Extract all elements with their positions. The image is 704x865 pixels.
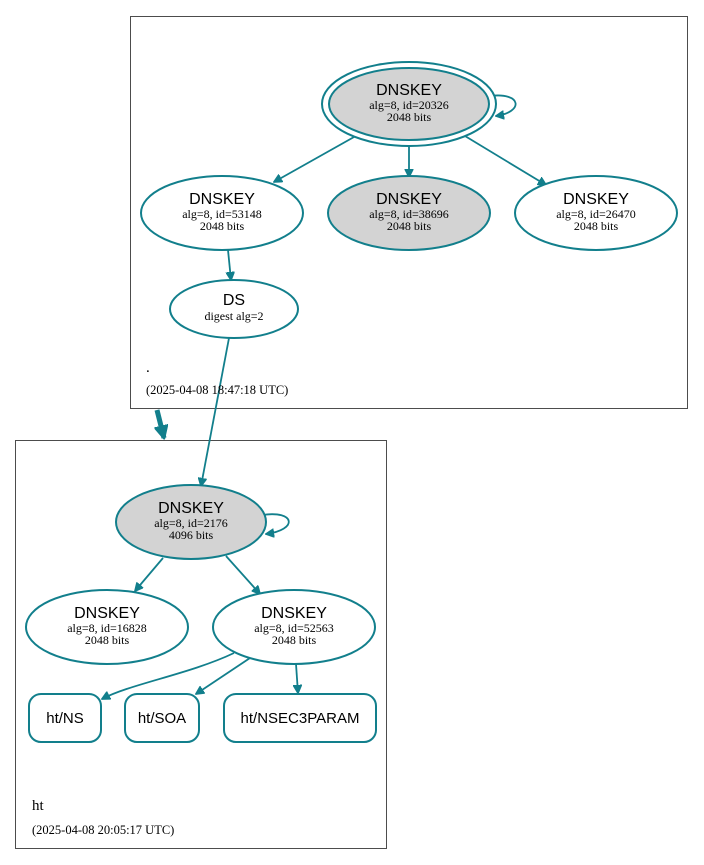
node-title: DNSKEY [563,191,629,208]
zone-ht-timestamp: (2025-04-08 20:05:17 UTC) [32,823,174,837]
rrset-node-ns[interactable]: ht/NS [28,693,102,743]
edge-52563-to-ns [102,652,235,699]
node-bits: 2048 bits [85,633,130,647]
edge-ds-to-ht-ksk [201,337,230,486]
rrset-label: ht/NSEC3PARAM [241,710,360,727]
node-title: DNSKEY [261,605,327,622]
dnskey-node-ht-ksk[interactable]: DNSKEY alg=8, id=2176 4096 bits [115,484,267,560]
dnskey-node-16828[interactable]: DNSKEY alg=8, id=16828 2048 bits [25,589,189,665]
node-alg-id: alg=8, id=26470 [556,207,636,221]
rrset-label: ht/NS [46,710,84,727]
rrset-node-nsec3param[interactable]: ht/NSEC3PARAM [223,693,377,743]
dnskey-node-52563[interactable]: DNSKEY alg=8, id=52563 2048 bits [212,589,376,665]
edge-ksk-to-53148 [274,136,355,182]
edge-52563-to-nsec3param [296,663,298,693]
node-alg-id: alg=8, id=52563 [254,621,334,635]
node-digest: digest alg=2 [204,309,263,323]
dnskey-node-root-ksk[interactable]: DNSKEY alg=8, id=20326 2048 bits [321,61,497,147]
self-sign-edge-root-ksk [489,94,517,116]
node-bits: 2048 bits [272,633,317,647]
edge-52563-to-soa [196,657,251,694]
rrset-node-soa[interactable]: ht/SOA [124,693,200,743]
node-title: DNSKEY [74,605,140,622]
edge-ht-ksk-to-16828 [135,557,164,591]
dnskey-node-38696[interactable]: DNSKEY alg=8, id=38696 2048 bits [327,175,491,251]
delegation-edge [157,409,164,438]
edge-53148-to-ds [228,249,231,280]
zone-ht-name: ht [32,798,45,814]
node-alg-id: alg=8, id=16828 [67,621,147,635]
node-title: DNSKEY [189,191,255,208]
edge-ksk-to-26470 [464,135,546,185]
dnskey-node-53148[interactable]: DNSKEY alg=8, id=53148 2048 bits [140,175,304,251]
node-bits: 2048 bits [387,110,432,124]
zone-root-name: . [146,360,150,376]
node-title: DNSKEY [376,82,442,99]
self-sign-edge-ht-ksk [261,513,290,534]
dnskey-node-26470[interactable]: DNSKEY alg=8, id=26470 2048 bits [514,175,678,251]
node-alg-id: alg=8, id=2176 [154,516,228,530]
node-alg-id: alg=8, id=20326 [369,98,449,112]
node-bits: 2048 bits [387,219,432,233]
node-bits: 2048 bits [574,219,619,233]
node-title: DNSKEY [158,500,224,517]
node-alg-id: alg=8, id=38696 [369,207,449,221]
node-alg-id: alg=8, id=53148 [182,207,262,221]
node-bits: 2048 bits [200,219,245,233]
edge-ht-ksk-to-52563 [225,555,260,594]
node-title: DNSKEY [376,191,442,208]
ds-node[interactable]: DS digest alg=2 [169,279,299,339]
node-title: DS [223,292,245,309]
zone-root-timestamp: (2025-04-08 18:47:18 UTC) [146,383,288,397]
node-bits: 4096 bits [169,528,214,542]
rrset-label: ht/SOA [138,710,186,727]
